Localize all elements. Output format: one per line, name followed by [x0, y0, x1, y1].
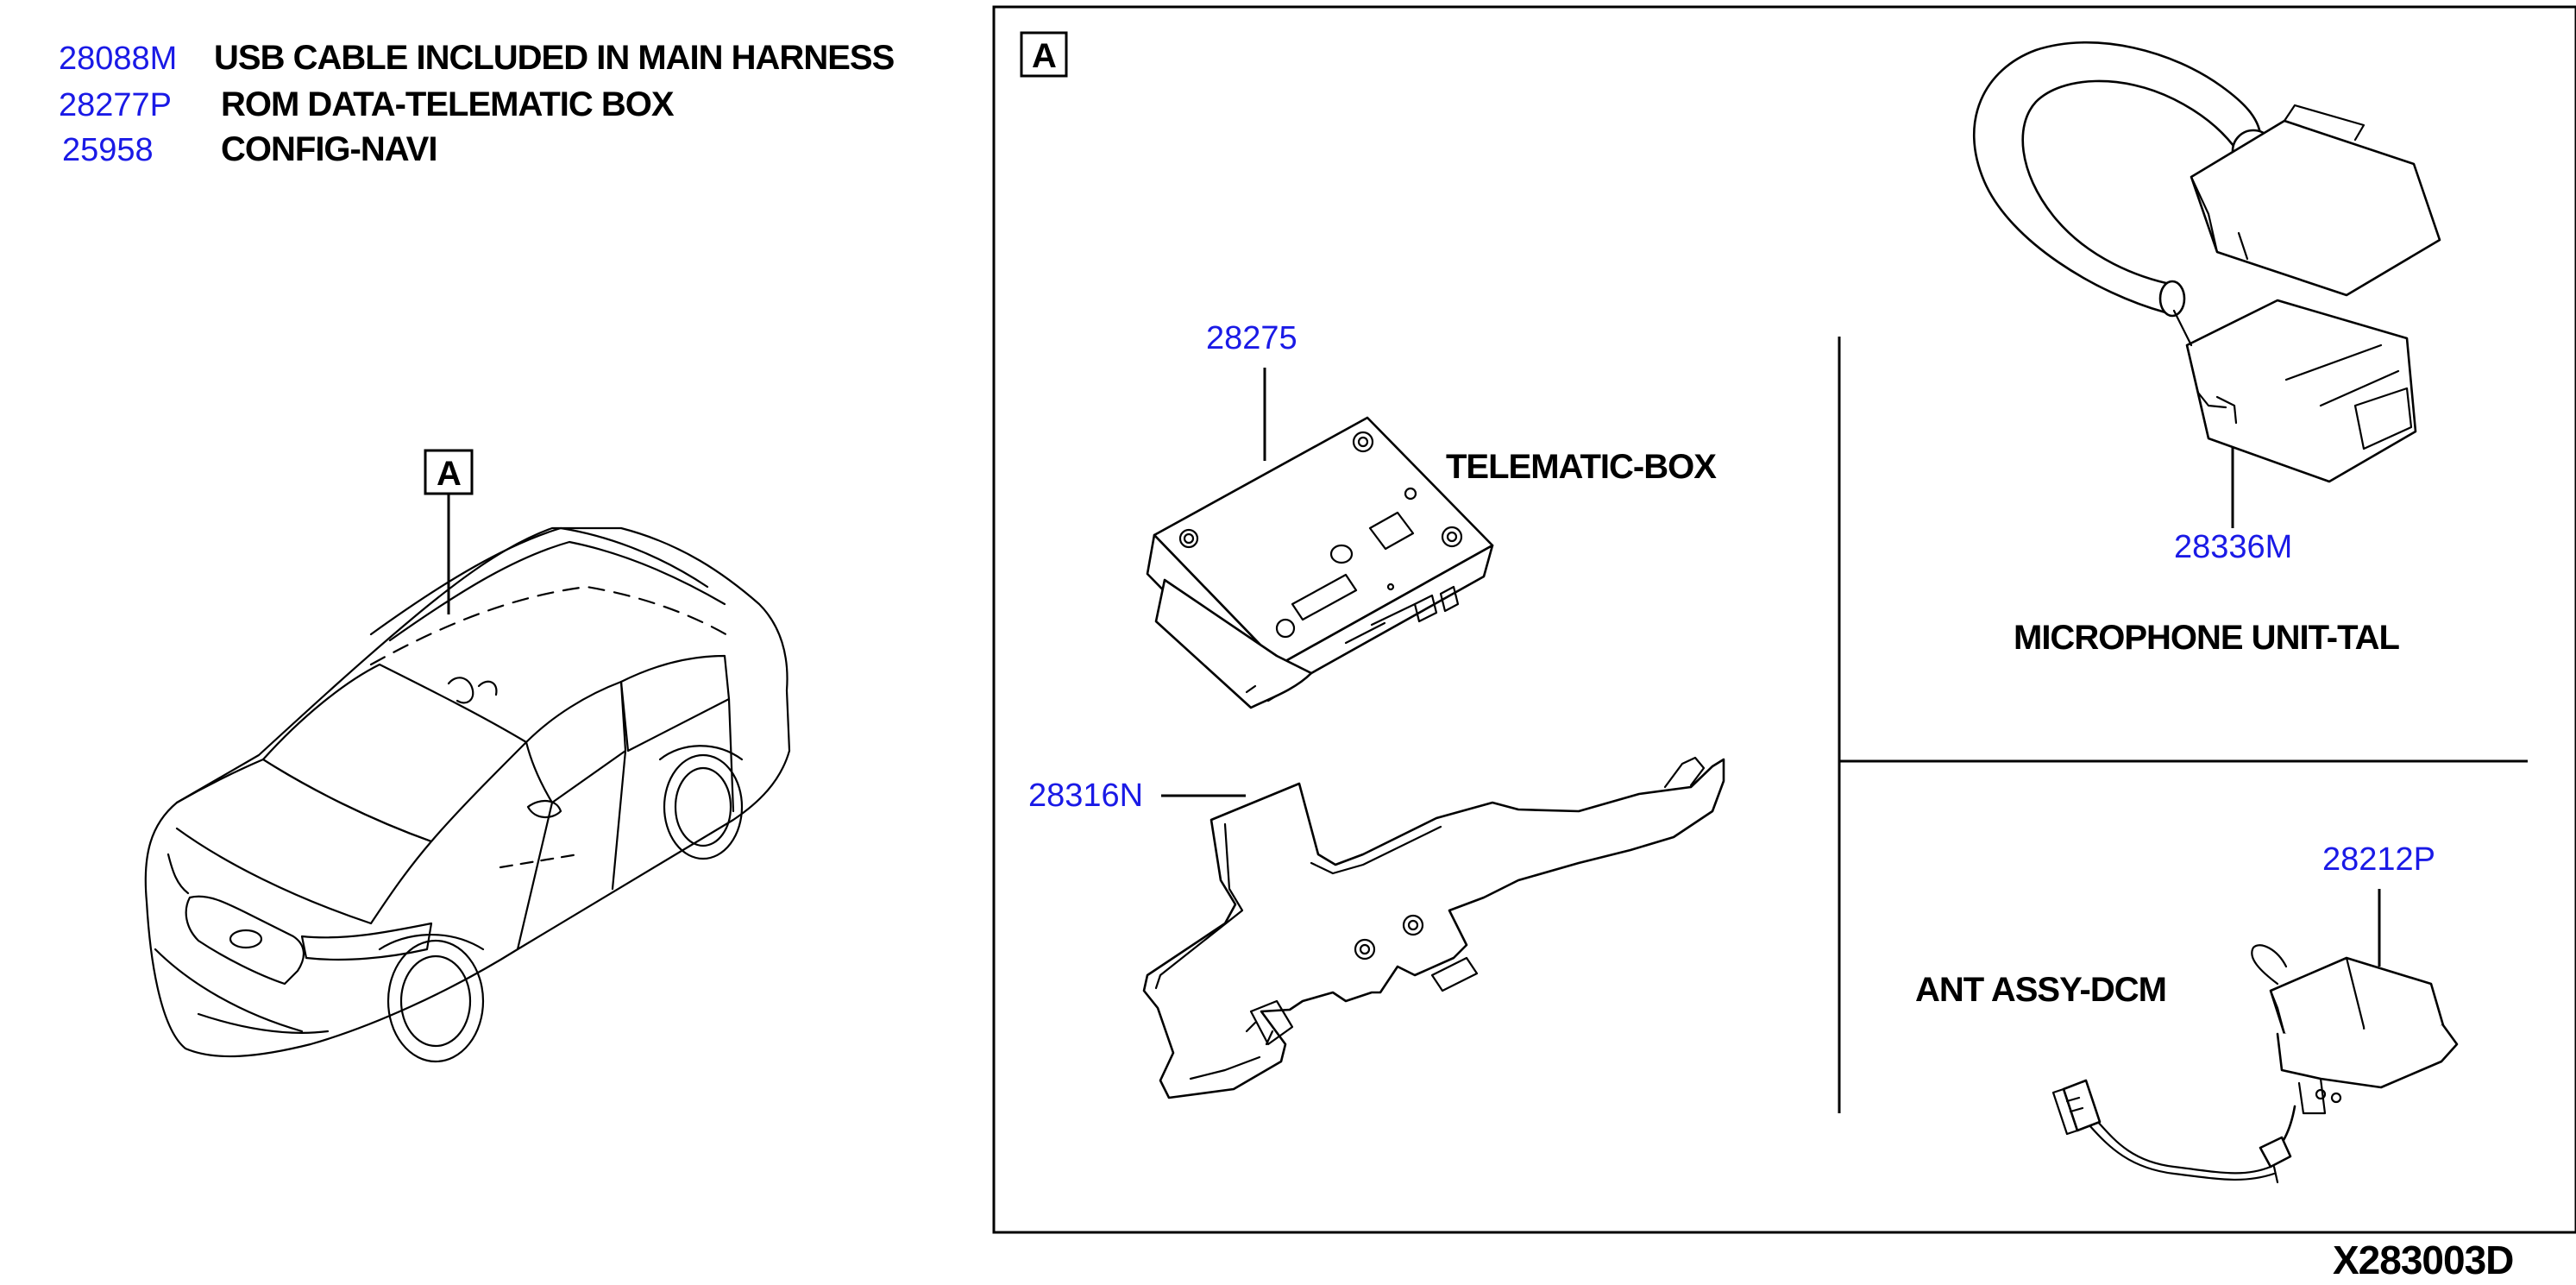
telematic-box-part[interactable]: 28275 TELEMATIC-BOX [1146, 320, 1718, 709]
panel-callout-letter: A [1032, 37, 1057, 75]
microphone-label: MICROPHONE UNIT-TAL [2014, 619, 2399, 657]
antenna-label: ANT ASSY-DCM [1915, 971, 2166, 1009]
microphone-part[interactable]: 28336M MICROPHONE UNIT-TAL [1972, 41, 2441, 657]
legend-part-no[interactable]: 25958 [62, 132, 154, 168]
bracket-part-no[interactable]: 28316N [1028, 778, 1143, 814]
bracket-part[interactable]: 28316N [1028, 756, 1725, 1099]
antenna-part-no[interactable]: 28212P [2322, 841, 2435, 878]
legend-part-no[interactable]: 28277P [59, 87, 172, 123]
telematic-box-label: TELEMATIC-BOX [1446, 448, 1717, 486]
vehicle-callout-letter: A [437, 455, 462, 493]
detail-panel-frame [992, 5, 2576, 1234]
detail-panel: A 28275 TELEMATIC-BOX [992, 5, 2576, 1234]
legend-part-no[interactable]: 28088M [59, 41, 177, 77]
antenna-part[interactable]: 28212P ANT ASSY-DCM [1915, 841, 2459, 1184]
microphone-part-no[interactable]: 28336M [2174, 529, 2292, 565]
vehicle-view: A [144, 449, 791, 1063]
legend-description: CONFIG-NAVI [221, 130, 437, 168]
telematic-box-part-no[interactable]: 28275 [1206, 320, 1297, 356]
diagram-code: X283003D [2333, 1238, 2513, 1281]
vehicle-illustration [144, 526, 791, 1063]
legend-description: USB CABLE INCLUDED IN MAIN HARNESS [214, 39, 895, 77]
panel-callout-box[interactable] [1020, 31, 1068, 78]
legend-description: ROM DATA-TELEMATIC BOX [221, 85, 675, 123]
legend: 28088M USB CABLE INCLUDED IN MAIN HARNES… [59, 39, 895, 168]
